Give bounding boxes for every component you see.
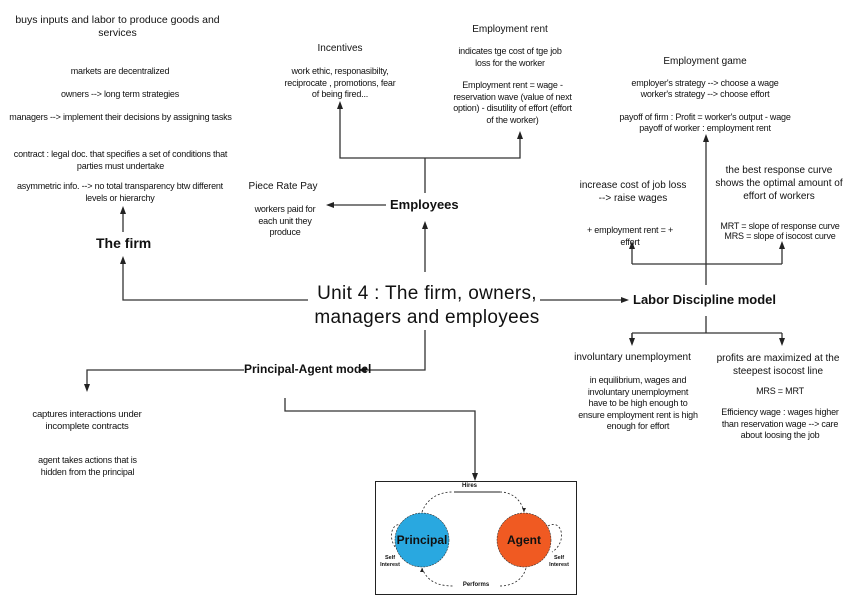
firm-note-0: buys inputs and labor to produce goods a…	[15, 14, 220, 40]
performs-arc-right	[499, 567, 527, 587]
profits-heading: profits are maximized at the steepest is…	[716, 353, 840, 377]
firm-note-2: owners --> long term strategies	[60, 89, 180, 99]
connector-pa-to-notes	[84, 369, 244, 392]
firm-note-3: managers --> implement their decisions b…	[9, 112, 232, 122]
principal-agent-text2: agent takes actions that is hidden from …	[38, 455, 137, 477]
connector-central-firm	[120, 256, 308, 301]
cost-job-loss-text: + employment rent = + effort	[586, 225, 674, 247]
cost-job-loss-heading: increase cost of job loss --> raise wage…	[579, 180, 687, 204]
principal-label[interactable]: Principal	[396, 533, 448, 547]
incentives-heading: Incentives	[317, 43, 363, 54]
principal-agent-node[interactable]: Principal-Agent model	[244, 362, 372, 376]
employees-node[interactable]: Employees	[390, 197, 459, 212]
connector-pa-to-diagram	[284, 398, 478, 481]
self-interest-loop-right	[547, 524, 562, 553]
hires-arc-right	[499, 491, 525, 513]
employment-game-text1: employer's strategy --> choose a wage	[631, 78, 779, 88]
central-topic[interactable]: Unit 4 : The firm, owners, managers and …	[312, 282, 542, 330]
employment-rent-heading: Employment rent	[472, 24, 548, 35]
employment-game-text3: payoff of firm : Profit = worker's outpu…	[619, 112, 791, 122]
principal-agent-diagram: Hires Principal Agent Self Interest Self…	[375, 481, 577, 595]
connector-to-involuntary	[631, 332, 782, 340]
incentives-text: work ethic, responasibilty, reciprocate …	[284, 66, 396, 100]
self-interest-right-label: Self Interest	[549, 555, 569, 569]
firm-note-5: asymmetric info. --> no total transparen…	[17, 181, 223, 203]
firm-note-4: contract : legal doc. that specifies a s…	[13, 149, 228, 171]
agent-circle	[496, 512, 552, 568]
involuntary-text: in equilibrium, wages and involuntary un…	[578, 375, 698, 432]
central-topic-line1: Unit 4 : The firm, owners,	[317, 283, 537, 304]
profits-text2: Efficiency wage : wages higher than rese…	[721, 407, 839, 441]
connector-to-employment-rent	[425, 131, 523, 159]
performs-label: Performs	[462, 582, 490, 588]
involuntary-heading: involuntary unemployment	[574, 352, 691, 363]
employment-rent-text1: indicates tge cost of tge job loss for t…	[458, 46, 562, 68]
performs-arc-left	[421, 567, 455, 587]
labor-discipline-node[interactable]: Labor Discipline model	[633, 292, 777, 307]
firm-note-1: markets are decentralized	[70, 66, 170, 76]
best-response-text1: MRT = slope of response curve	[720, 221, 840, 231]
connector-to-incentives	[337, 101, 425, 159]
firm-node[interactable]: The firm	[96, 235, 152, 251]
agent-label[interactable]: Agent	[507, 533, 541, 547]
piece-rate-heading: Piece Rate Pay	[248, 181, 318, 192]
hires-arc-left	[421, 491, 453, 513]
best-response-heading: the best response curve shows the optima…	[715, 165, 843, 202]
self-interest-left-label: Self Interest	[380, 555, 400, 569]
employment-game-text2: worker's strategy --> choose effort	[640, 89, 770, 99]
hires-label: Hires	[462, 483, 478, 489]
connector-central-principal-agent	[358, 330, 426, 373]
employment-rent-text2: Employment rent = wage - reservation wav…	[453, 80, 572, 125]
principal-agent-text1: captures interactions under incomplete c…	[32, 409, 142, 433]
employment-game-text4: payoff of worker : employment rent	[639, 123, 771, 133]
best-response-text2: MRS = slope of isocost curve	[724, 231, 836, 241]
principal-circle	[394, 512, 450, 568]
profits-text1: MRS = MRT	[756, 386, 804, 396]
piece-rate-text: workers paid for each unit they produce	[254, 204, 316, 238]
central-topic-line2: managers and employees	[314, 306, 540, 328]
employment-game-heading: Employment game	[663, 56, 747, 67]
